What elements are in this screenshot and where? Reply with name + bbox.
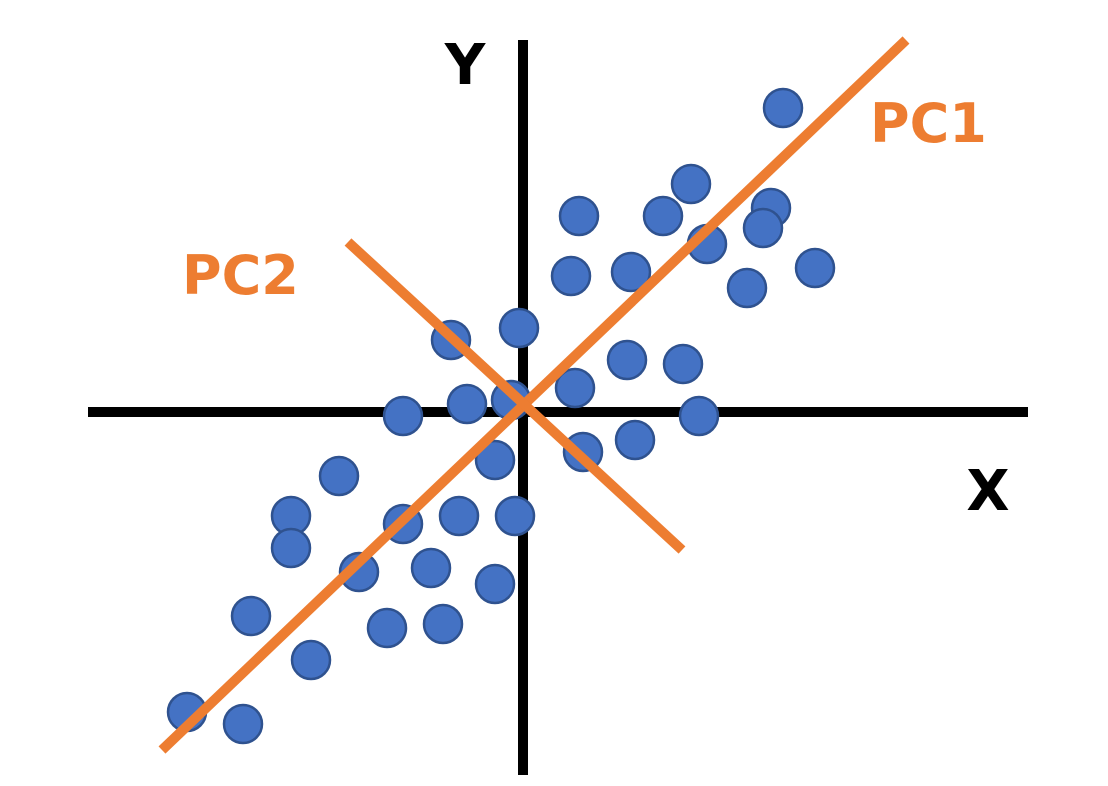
data-point bbox=[742, 207, 784, 249]
data-point bbox=[422, 603, 464, 645]
data-point bbox=[338, 551, 380, 593]
data-point bbox=[610, 251, 652, 293]
data-point bbox=[670, 163, 712, 205]
data-point bbox=[554, 367, 596, 409]
data-points bbox=[166, 87, 836, 745]
pc2-line bbox=[344, 238, 686, 554]
data-point bbox=[494, 495, 536, 537]
data-point bbox=[270, 527, 312, 569]
data-point bbox=[474, 563, 516, 605]
data-point bbox=[222, 703, 264, 745]
pc1-label: PC1 bbox=[870, 92, 987, 155]
data-point bbox=[446, 383, 488, 425]
pc1-line bbox=[158, 36, 910, 754]
data-point bbox=[642, 195, 684, 237]
data-point bbox=[290, 639, 332, 681]
data-point bbox=[558, 195, 600, 237]
y-axis-label: Y bbox=[444, 33, 487, 98]
data-point bbox=[498, 307, 540, 349]
data-point bbox=[382, 395, 424, 437]
data-point bbox=[606, 339, 648, 381]
data-point bbox=[662, 343, 704, 385]
data-point bbox=[678, 395, 720, 437]
pc2-label: PC2 bbox=[182, 244, 299, 307]
data-point bbox=[230, 595, 272, 637]
data-point bbox=[438, 495, 480, 537]
data-point bbox=[614, 419, 656, 461]
data-point bbox=[366, 607, 408, 649]
data-point bbox=[550, 255, 592, 297]
data-point bbox=[410, 547, 452, 589]
data-point bbox=[726, 267, 768, 309]
x-axis-label: X bbox=[966, 459, 1009, 524]
data-point bbox=[474, 439, 516, 481]
data-point bbox=[318, 455, 360, 497]
data-point bbox=[762, 87, 804, 129]
data-point bbox=[794, 247, 836, 289]
